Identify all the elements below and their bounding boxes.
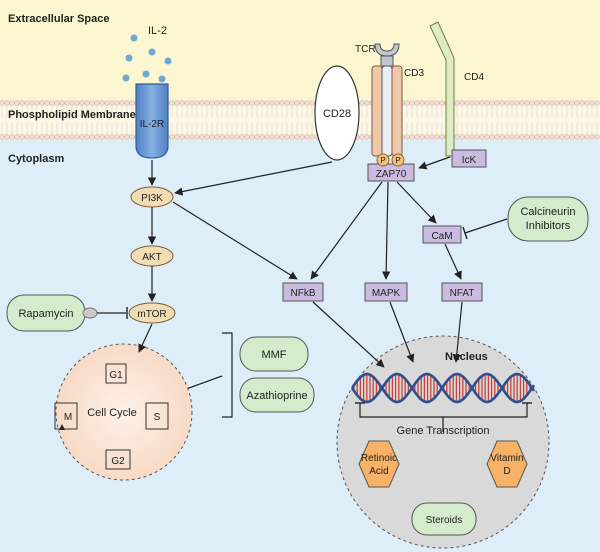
- rapamycin-binding-icon: [82, 307, 98, 319]
- phosphate-2-label: P: [395, 156, 400, 165]
- cam-box: [422, 225, 462, 244]
- il2-receptor: [135, 83, 169, 159]
- nfat-box: [441, 282, 483, 302]
- il2-label: IL-2: [148, 25, 167, 37]
- membrane-region: [0, 100, 600, 140]
- zap70-label: ZAP70: [376, 169, 407, 180]
- mmf-drug: [239, 336, 309, 372]
- phosphate-2: [391, 153, 405, 167]
- m-phase-box: [54, 402, 78, 430]
- nfkb-label: NFkB: [291, 288, 316, 299]
- retinoic-label-2: Acid: [369, 466, 388, 477]
- mapk-label: MAPK: [372, 288, 401, 299]
- lck-box: [451, 149, 487, 168]
- nfkb-box: [282, 282, 324, 302]
- vitamin-label-2: D: [503, 466, 510, 477]
- m-label: M: [64, 412, 72, 423]
- il2-molecules: [122, 34, 172, 83]
- steroids-label: Steroids: [426, 515, 463, 526]
- cell-cycle-circle: [55, 343, 193, 481]
- g2-label: G2: [111, 456, 125, 467]
- il2r-label: IL-2R: [140, 119, 164, 130]
- mtor-node: [128, 302, 176, 324]
- s-phase-box: [145, 402, 169, 430]
- steroids-drug: [411, 502, 477, 536]
- g2-phase-box: [105, 449, 131, 470]
- calcineurin-inhibitors-drug: [507, 196, 589, 242]
- vitamin-label-1: Vitamin: [490, 453, 523, 464]
- lck-label: IcK: [462, 155, 477, 166]
- cam-label: CaM: [431, 231, 452, 242]
- azathioprine-label: Azathioprine: [246, 390, 307, 402]
- phosphate-1-label: P: [380, 156, 385, 165]
- calcineurin-label-2: Inhibitors: [526, 220, 571, 232]
- dna-helix: [350, 372, 536, 404]
- pathway-arrows: [138, 156, 463, 368]
- retinoic-acid-hexagon: [358, 440, 400, 488]
- mapk-box: [364, 282, 408, 302]
- g1-phase-box: [105, 363, 127, 384]
- mmf-label: MMF: [261, 349, 286, 361]
- s-label: S: [154, 412, 161, 423]
- vitamin-d-hexagon: [486, 440, 528, 488]
- pi3k-label: PI3K: [141, 193, 163, 204]
- mtor-label: mTOR: [137, 309, 166, 320]
- cd3-label: CD3: [404, 68, 424, 79]
- zap70-box: [367, 163, 415, 182]
- nucleus-label: Nucleus: [445, 351, 488, 363]
- g1-label: G1: [109, 370, 123, 381]
- cd28-label: CD28: [323, 108, 351, 120]
- tcr-complex: [371, 43, 403, 157]
- nfat-label: NFAT: [450, 288, 475, 299]
- cd4-label: CD4: [464, 72, 484, 83]
- extracellular-region: [0, 0, 600, 100]
- calcineurin-label-1: Calcineurin: [520, 206, 575, 218]
- tcr-label: TCR: [355, 44, 376, 55]
- membrane-label: Phospholipid Membrane: [8, 109, 136, 121]
- m-phase-arrow-icon: [59, 424, 65, 430]
- phosphate-1: [376, 153, 390, 167]
- akt-label: AKT: [142, 252, 161, 263]
- cd28-receptor: [314, 65, 360, 161]
- cytoplasm-label: Cytoplasm: [8, 153, 64, 165]
- drug-bracket: [222, 332, 233, 418]
- extracellular-label: Extracellular Space: [8, 13, 110, 25]
- azathioprine-drug: [239, 377, 315, 413]
- retinoic-label-1: Retinoic: [361, 453, 397, 464]
- gene-transcription-label: Gene Transcription: [397, 425, 490, 437]
- gene-transcription-bracket: [359, 403, 528, 432]
- nucleus-circle: [336, 335, 550, 549]
- cell-cycle-label: Cell Cycle: [87, 407, 137, 419]
- rapamycin-label: Rapamycin: [18, 308, 73, 320]
